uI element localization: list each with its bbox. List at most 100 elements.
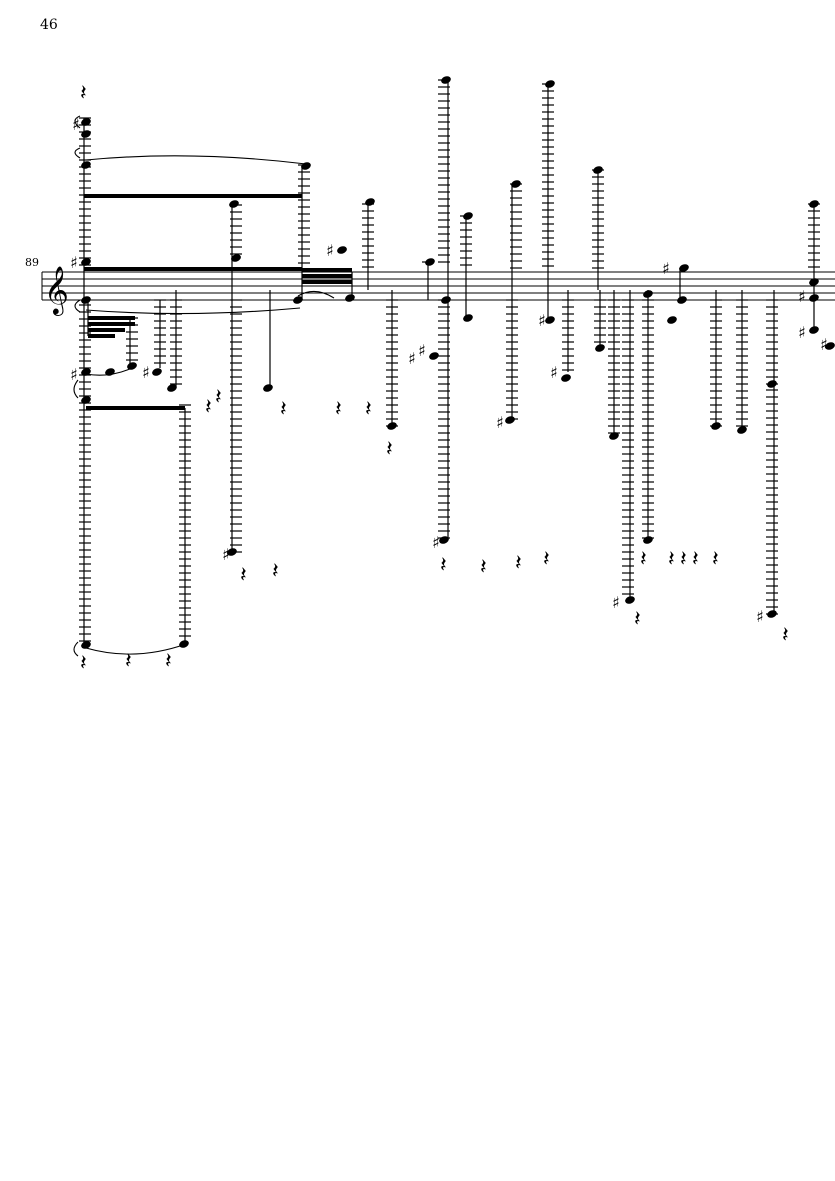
rest-icon: 𝄽: [668, 547, 675, 572]
rest-icon: 𝄽: [440, 553, 447, 578]
sharp-icon: ♯: [612, 593, 620, 612]
rest-icon: 𝄽: [125, 649, 132, 674]
treble-clef-icon: 𝄞: [44, 265, 69, 316]
notehead: [711, 422, 721, 430]
notehead: [561, 374, 571, 382]
sharp-icon: ♯: [798, 287, 806, 306]
notehead: [179, 640, 189, 648]
noteheads: [81, 76, 835, 649]
rest-icon: 𝄽: [335, 397, 342, 422]
notehead: [365, 198, 375, 206]
rest-icon: 𝄽: [215, 385, 222, 410]
notehead: [229, 200, 239, 208]
measure-number: 89: [25, 256, 39, 269]
notehead: [81, 258, 91, 266]
notehead: [152, 368, 162, 376]
sharp-icon: ♯: [820, 335, 828, 354]
rest-icon: 𝄽: [280, 397, 287, 422]
notehead: [737, 426, 747, 434]
rest-icon: 𝄽: [165, 649, 172, 674]
notehead: [345, 294, 355, 302]
notehead: [441, 296, 451, 304]
page-number: 46: [40, 17, 58, 33]
notehead: [643, 536, 653, 544]
notehead: [545, 80, 555, 88]
notehead: [387, 422, 397, 430]
notehead: [677, 296, 687, 304]
notehead: [81, 396, 91, 404]
notehead: [425, 258, 435, 266]
rest-icon: 𝄽: [543, 547, 550, 572]
notehead: [293, 296, 303, 304]
rests: 𝄽𝄽𝄽𝄽𝄽𝄽𝄽𝄽𝄽𝄽𝄽𝄽𝄽𝄽𝄽𝄽𝄽𝄽𝄽𝄽𝄽𝄽𝄽: [80, 81, 789, 676]
notehead: [767, 380, 777, 388]
notehead: [231, 254, 241, 262]
notehead: [593, 166, 603, 174]
sharp-icon: ♯: [142, 363, 150, 382]
notehead: [595, 344, 605, 352]
notehead: [767, 610, 777, 618]
sharp-icon: ♯: [496, 413, 504, 432]
ledger-lines: [79, 79, 820, 642]
sharp-icon: ♯: [538, 311, 546, 330]
rest-icon: 𝄽: [386, 437, 393, 462]
notehead: [667, 316, 677, 324]
rest-icon: 𝄽: [80, 81, 87, 106]
notehead: [505, 416, 515, 424]
sharp-icon: ♯: [550, 363, 558, 382]
rest-icon: 𝄽: [515, 551, 522, 576]
rest-icon: 𝄽: [80, 651, 87, 676]
notehead: [81, 296, 91, 304]
notehead: [81, 641, 91, 649]
notehead: [609, 432, 619, 440]
notehead: [263, 384, 273, 392]
notehead: [167, 384, 177, 392]
notehead: [809, 278, 819, 286]
rest-icon: 𝄽: [680, 547, 687, 572]
sharp-icon: ♯: [798, 323, 806, 342]
notehead: [809, 326, 819, 334]
rest-icon: 𝄽: [272, 559, 279, 584]
notehead: [625, 596, 635, 604]
notehead: [81, 130, 91, 138]
sharp-icon: ♯: [756, 607, 764, 626]
notehead: [429, 352, 439, 360]
notehead: [809, 294, 819, 302]
notehead: [545, 316, 555, 324]
notehead: [105, 368, 115, 376]
notehead: [439, 536, 449, 544]
notehead: [337, 246, 347, 254]
notehead: [809, 200, 819, 208]
sharp-icon: ♯: [70, 365, 78, 384]
rest-icon: 𝄽: [240, 563, 247, 588]
sharp-icon: ♯: [408, 349, 416, 368]
beams: [84, 194, 352, 410]
sharp-icon: ♯: [432, 533, 440, 552]
sharp-icon: ♯: [222, 545, 230, 564]
sharp-icon: ♯: [418, 341, 426, 360]
notehead: [127, 362, 137, 370]
sharp-icon: ♯: [326, 241, 334, 260]
notehead: [511, 180, 521, 188]
rest-icon: 𝄽: [712, 547, 719, 572]
ties: [73, 115, 335, 657]
notehead: [227, 548, 237, 556]
rest-icon: 𝄽: [634, 607, 641, 632]
rest-icon: 𝄽: [782, 623, 789, 648]
notehead: [463, 314, 473, 322]
notehead: [81, 118, 91, 126]
sharp-icon: ♯: [662, 259, 670, 278]
notehead: [441, 76, 451, 84]
rest-icon: 𝄽: [205, 395, 212, 420]
rest-icon: 𝄽: [640, 547, 647, 572]
sharp-icon: ♯: [70, 253, 78, 272]
notehead: [825, 342, 835, 350]
rest-icon: 𝄽: [480, 555, 487, 580]
notehead: [463, 212, 473, 220]
rest-icon: 𝄽: [365, 397, 372, 422]
rest-icon: 𝄽: [692, 547, 699, 572]
notehead: [81, 161, 91, 169]
notehead: [643, 290, 653, 298]
notehead: [679, 264, 689, 272]
